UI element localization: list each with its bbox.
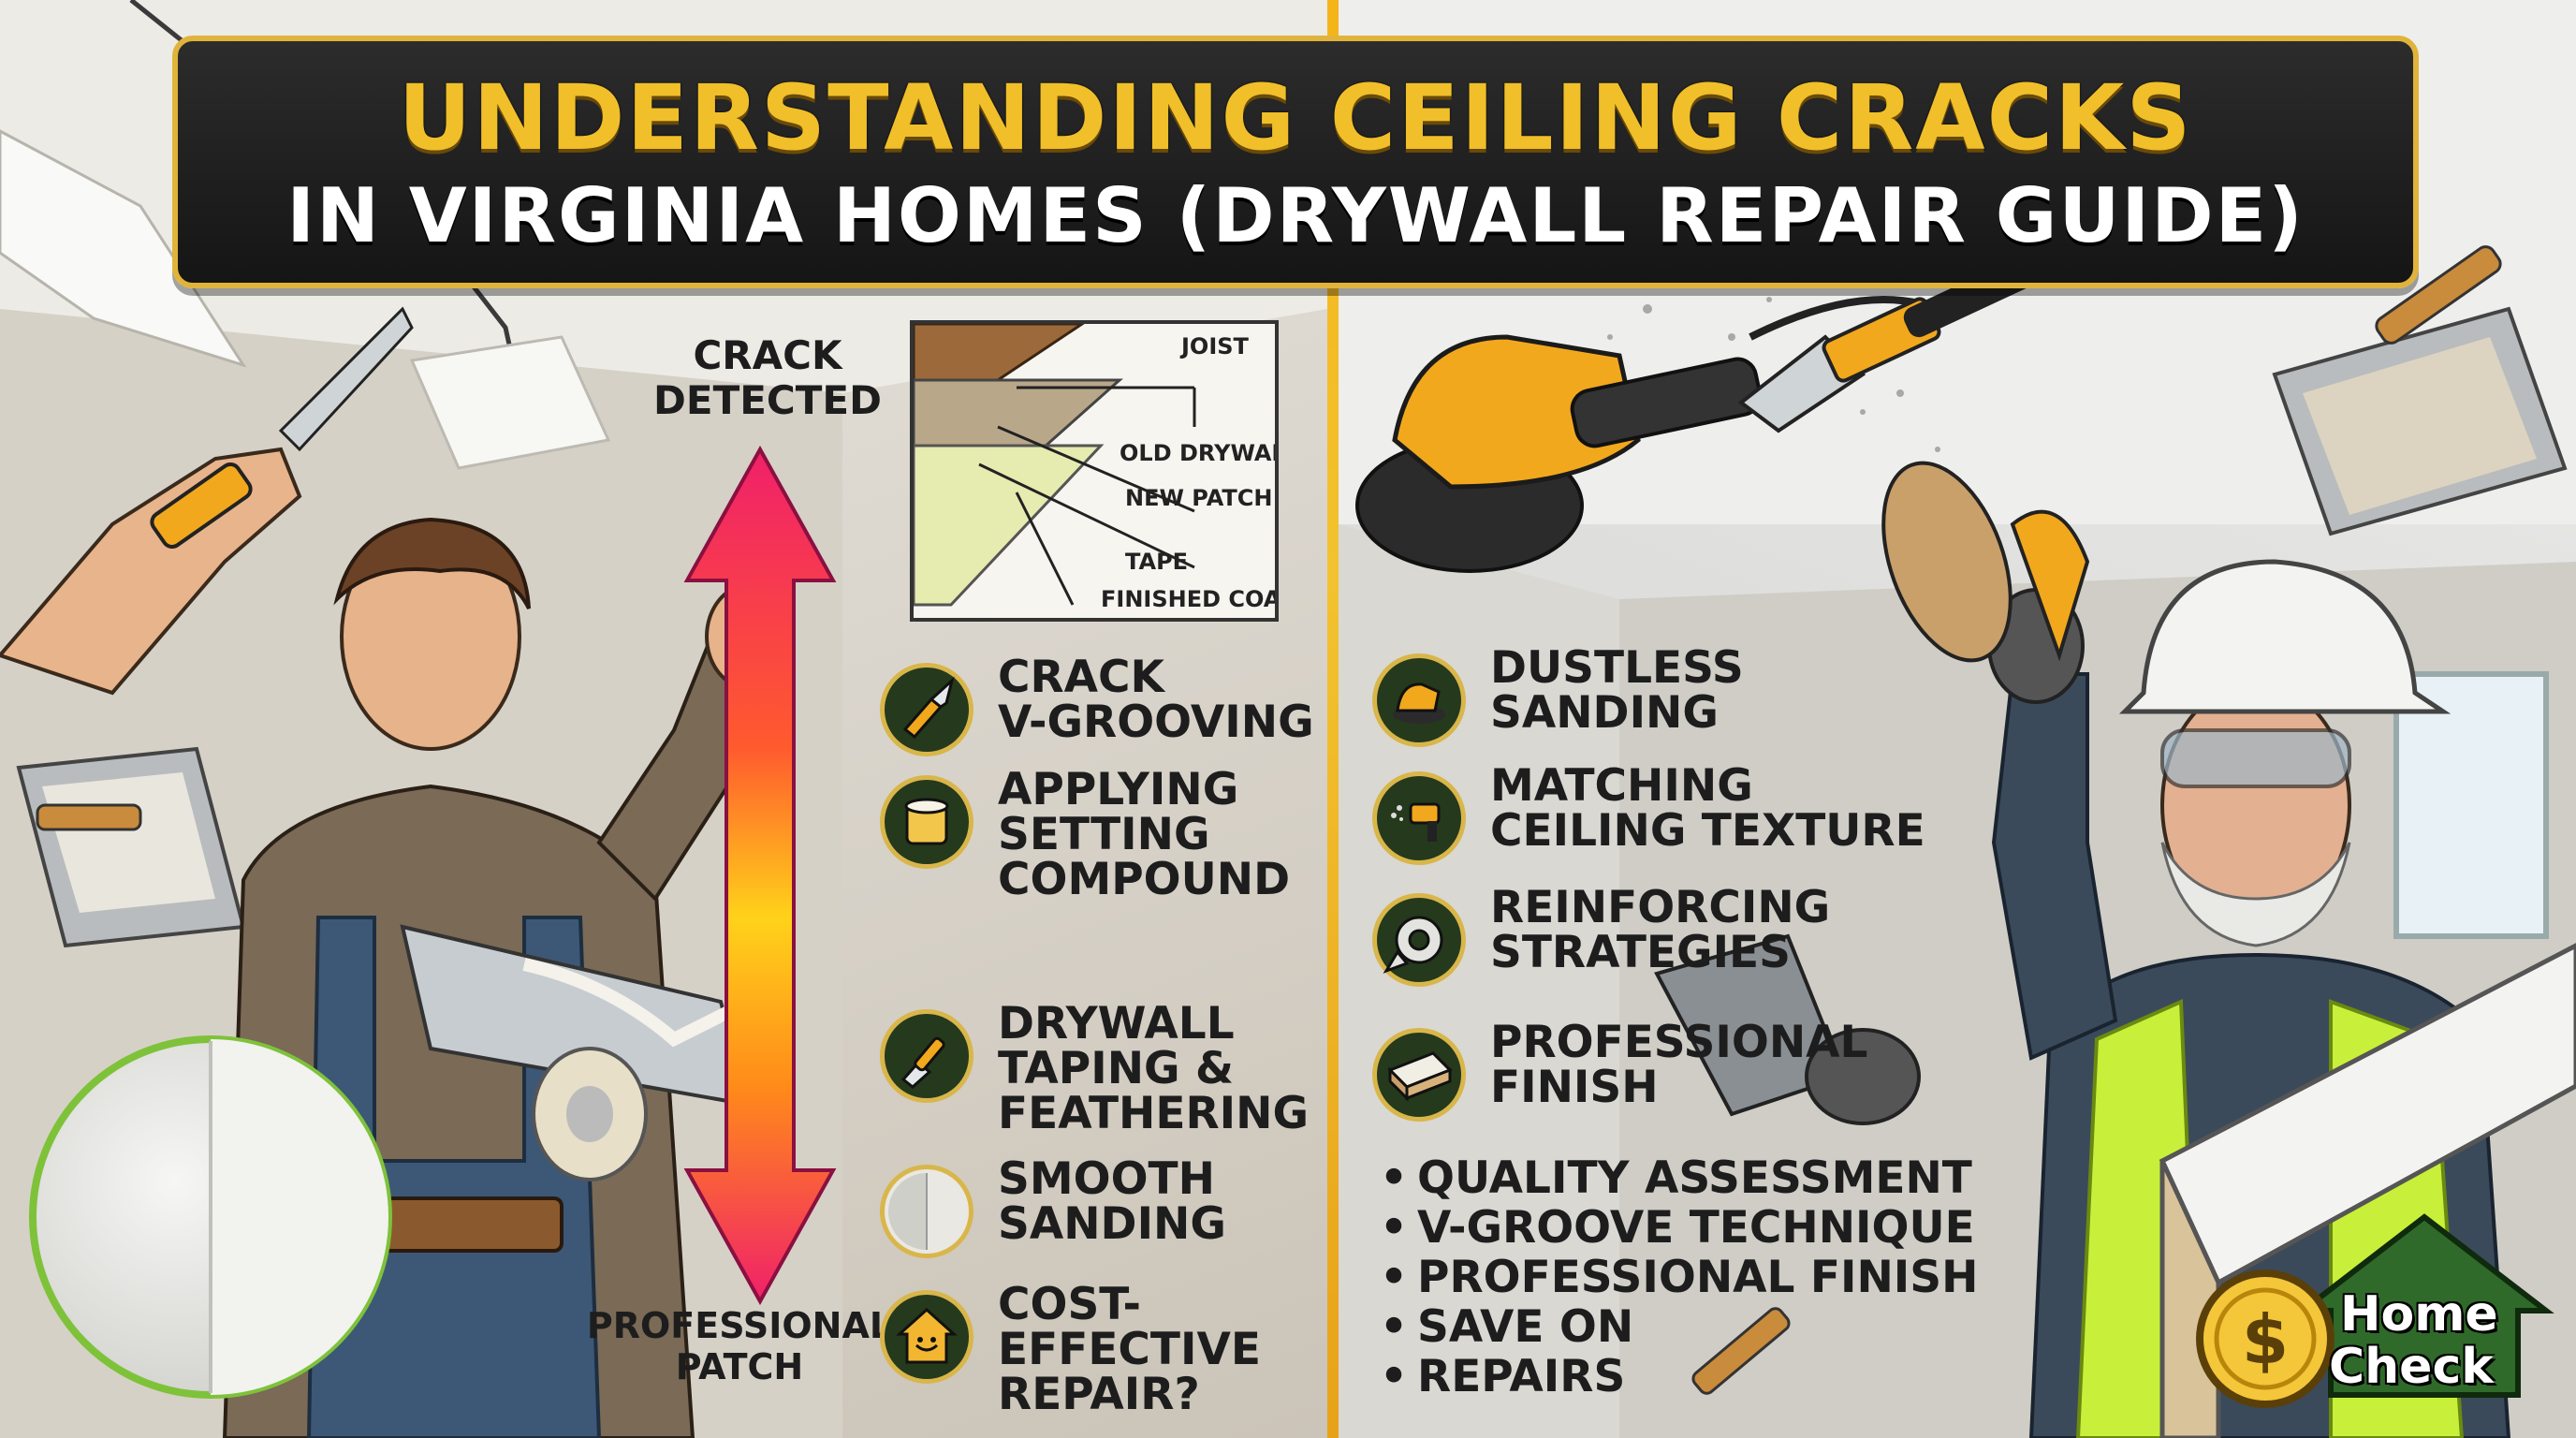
- diagram-label-old-drywall: OLD DRYWALL: [1120, 440, 1275, 466]
- bullet-item: REPAIRS: [1380, 1352, 1978, 1401]
- diagram-label-new-patch: NEW PATCH: [1125, 485, 1273, 511]
- putty-knife-icon: [880, 1009, 973, 1103]
- texture-sprayer-icon: [1372, 771, 1466, 865]
- crack-detected-label: CRACK DETECTED: [653, 332, 882, 423]
- tape-roll-icon: [1372, 893, 1466, 987]
- step-label: SMOOTH SANDING: [998, 1153, 1226, 1250]
- crack-to-patch-scale-arrow: [683, 445, 837, 1306]
- trowel-handle-right: [2375, 245, 2502, 345]
- diagram-label-joist: JOIST: [1181, 333, 1249, 360]
- window: [2393, 671, 2549, 939]
- step-label: APPLYING SETTING COMPOUND: [998, 764, 1291, 905]
- pro-worker-lower-glove: [1805, 1028, 1921, 1125]
- step-label: CRACK V-GROOVING: [998, 652, 1314, 748]
- bullet-item: SAVE ON: [1380, 1302, 1978, 1352]
- pro-worker-beard: [2160, 842, 2351, 947]
- home-check-logo: $ Home Check: [2190, 1208, 2565, 1423]
- brand-name-line-2: Check: [2329, 1339, 2494, 1395]
- step-label: PROFESSIONAL FINISH: [1490, 1017, 1868, 1113]
- house-smile-icon: [880, 1290, 973, 1384]
- benefits-bullet-list: QUALITY ASSESSMENT V-GROOVE TECHNIQUE PR…: [1380, 1153, 1978, 1401]
- page-subtitle: IN VIRGINIA HOMES (DRYWALL REPAIR GUIDE): [286, 172, 2305, 259]
- page-title: UNDERSTANDING CEILING CRACKS: [398, 66, 2193, 170]
- pro-worker-raised-arm: [1991, 672, 2118, 1061]
- diagram-label-finished-coat: FINISHED COAT: [1101, 586, 1279, 612]
- step-label: MATCHING CEILING TEXTURE: [1490, 760, 1925, 857]
- pole-sander-body: [2010, 509, 2090, 662]
- mud-in-tray-right: [2303, 337, 2537, 515]
- step-label: COST- EFFECTIVE REPAIR?: [998, 1279, 1261, 1420]
- step-label: REINFORCING STRATEGIES: [1490, 882, 1831, 978]
- logo-graphic: $: [2196, 1213, 2554, 1408]
- sander-body: [1392, 334, 1641, 490]
- ceiling-light-panel: [0, 129, 247, 368]
- bullet-item: QUALITY ASSESSMENT: [1380, 1153, 1978, 1203]
- layered-board-icon: [1372, 1028, 1466, 1122]
- knife-blade: [278, 306, 414, 452]
- brand-name-line-1: Home: [2340, 1286, 2498, 1343]
- orbital-sander-icon: [1372, 653, 1466, 747]
- dollar-coin-icon: [2196, 1269, 2334, 1408]
- cross-section-drawing: [914, 324, 1196, 607]
- dollar-symbol: $: [2242, 1300, 2289, 1379]
- professional-patch-label: PROFESSIONAL PATCH: [586, 1305, 893, 1387]
- trowel-handle: [36, 803, 142, 831]
- utility-knife-icon: [880, 663, 973, 756]
- knife-handle: [150, 462, 253, 550]
- tape-roll-core: [566, 1086, 613, 1142]
- bullet-item: PROFESSIONAL FINISH: [1380, 1253, 1978, 1302]
- step-label: DRYWALL TAPING & FEATHERING: [998, 998, 1310, 1139]
- sander-hose: [1570, 357, 1763, 448]
- diagram-label-tape: TAPE: [1125, 549, 1189, 575]
- hard-hat: [2118, 559, 2452, 714]
- pole-sander-pad: [1881, 461, 2012, 663]
- drywall-cross-section-diagram: JOIST OLD DRYWALL NEW PATCH TAPE FINISHE…: [910, 320, 1279, 622]
- title-banner: UNDERSTANDING CEILING CRACKS IN VIRGINIA…: [172, 36, 2419, 288]
- mud-on-blade: [522, 958, 734, 1048]
- safety-glasses: [2160, 728, 2351, 788]
- compound-bucket-icon: [880, 775, 973, 869]
- sanded-texture-icon: [880, 1165, 973, 1258]
- bullet-item: V-GROOVE TECHNIQUE: [1380, 1203, 1978, 1253]
- diy-worker-hair: [333, 517, 531, 609]
- step-label: DUSTLESS SANDING: [1490, 642, 1744, 739]
- patch-square: [409, 335, 611, 470]
- center-divider: [1327, 0, 1339, 1438]
